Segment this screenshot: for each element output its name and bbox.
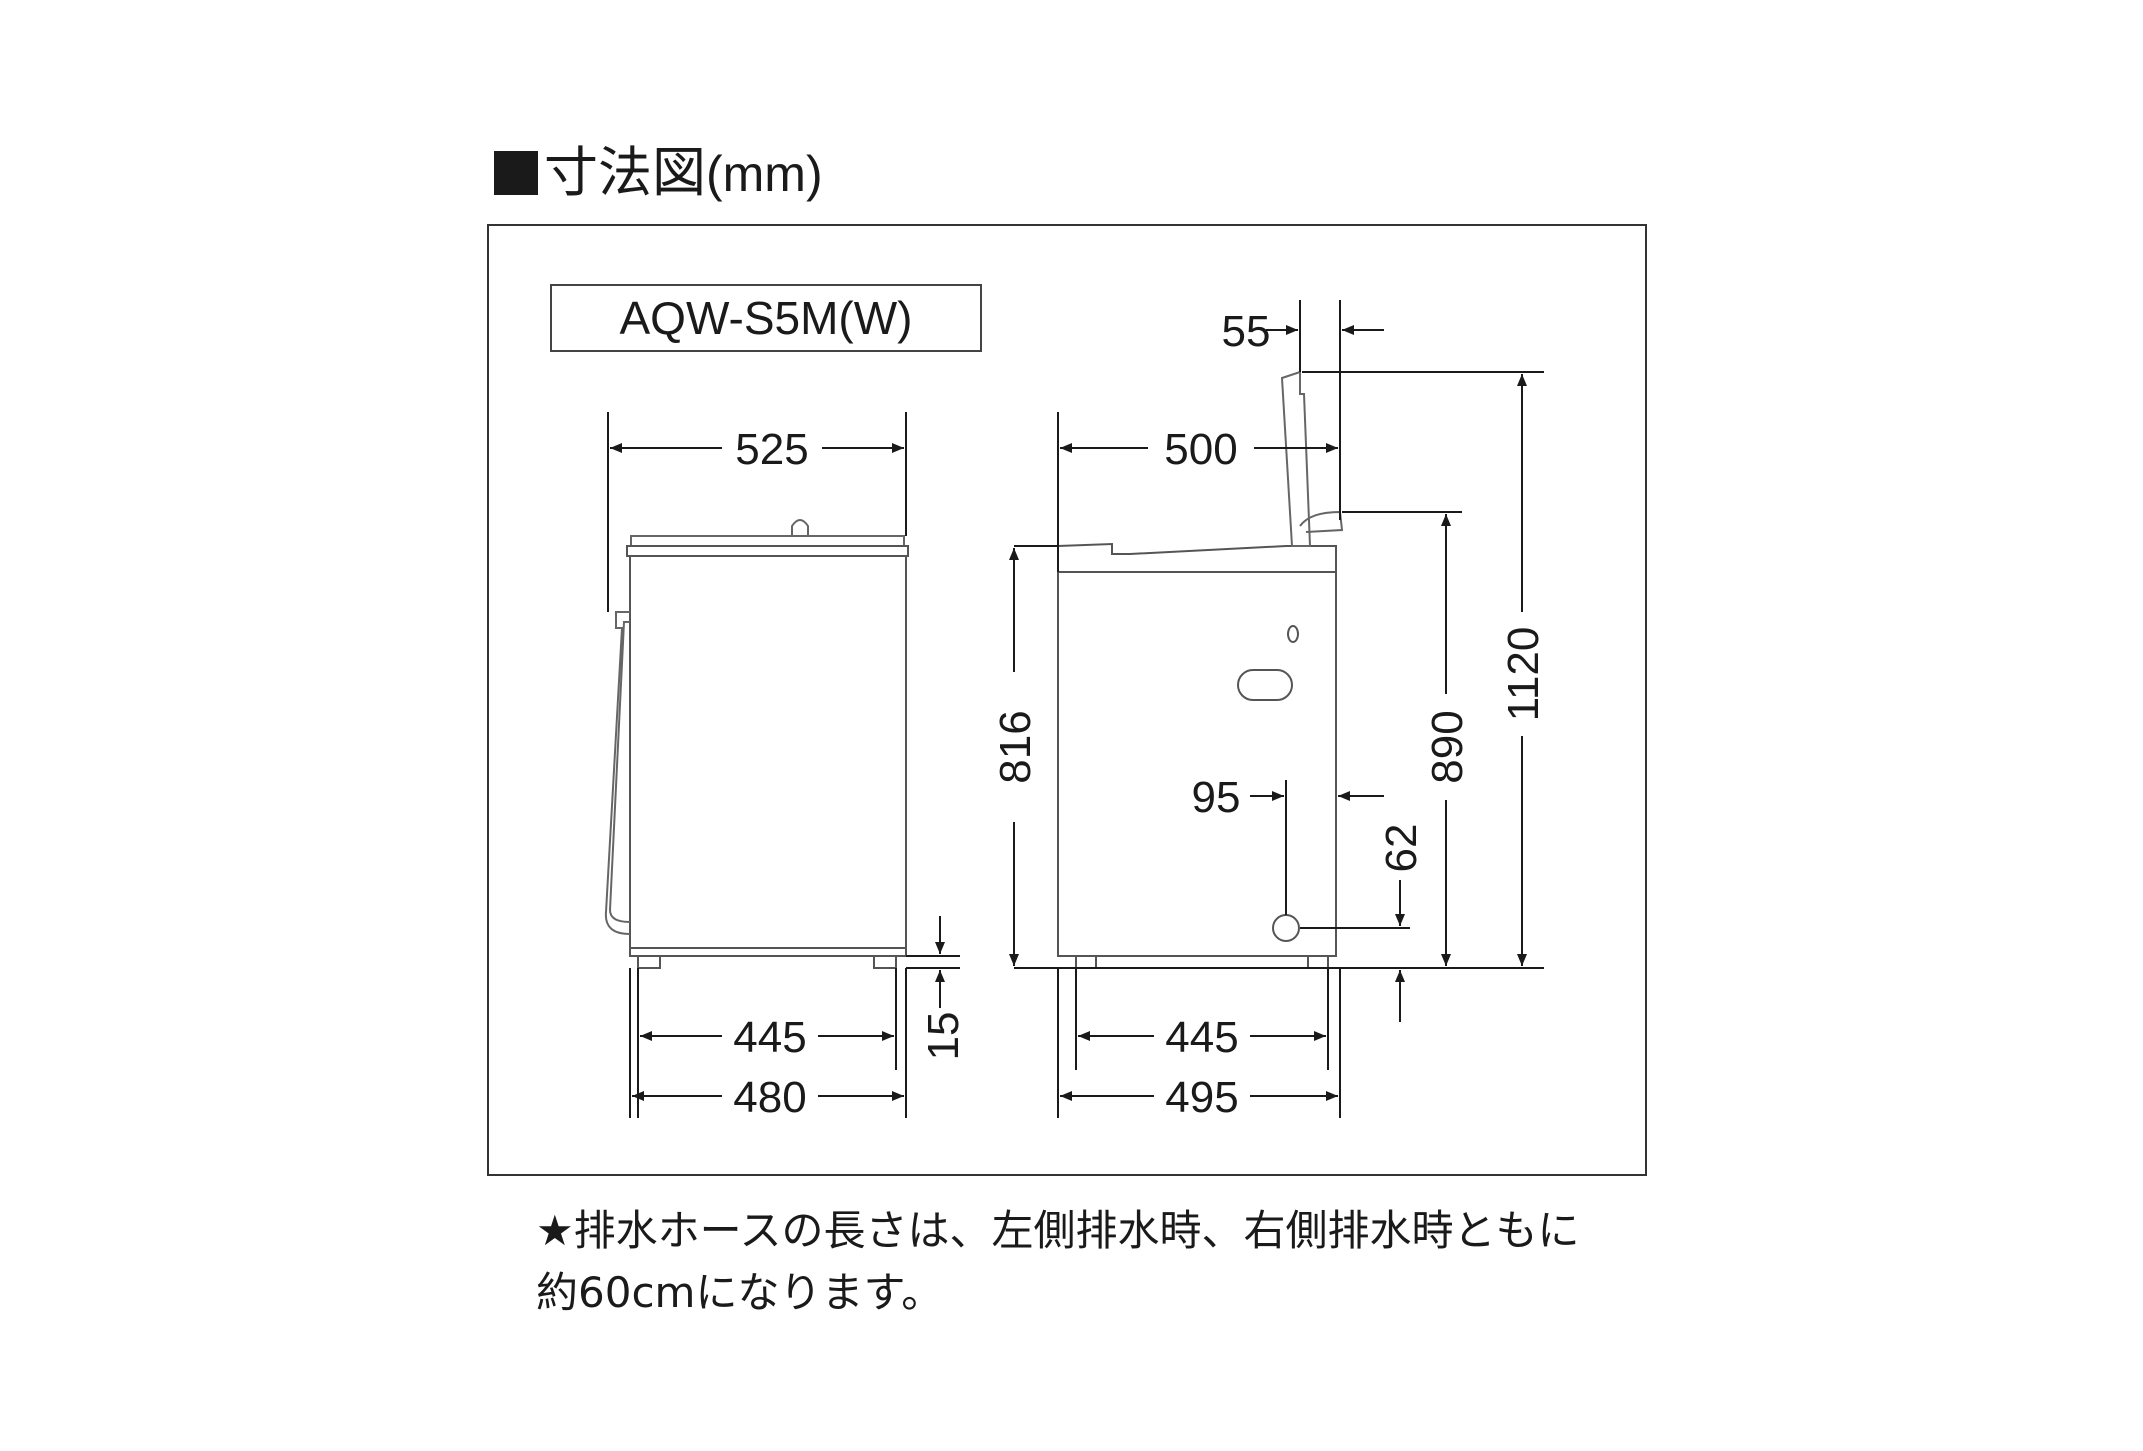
dim-side-depth-top: 500 xyxy=(1164,425,1237,474)
dim-height-body: 816 xyxy=(991,710,1040,783)
side-handle-slot xyxy=(1237,669,1293,701)
side-foot-left xyxy=(1075,955,1097,969)
side-hinge xyxy=(1299,510,1344,533)
dim-lid-thickness: 55 xyxy=(1222,307,1271,356)
side-foot-right xyxy=(1307,955,1329,969)
front-body xyxy=(629,555,907,957)
dim-front-foot-outer: 480 xyxy=(733,1073,806,1122)
front-lid xyxy=(630,535,905,547)
side-body xyxy=(1057,571,1337,957)
front-foot-right xyxy=(873,955,897,969)
drain-hose-note: ★排水ホースの長さは、左側排水時、右側排水時ともに 約60cmになります。 xyxy=(536,1200,1636,1324)
title-unit: (mm) xyxy=(706,146,823,202)
side-small-hole xyxy=(1287,625,1299,643)
model-label: AQW-S5M(W) xyxy=(550,284,982,352)
dim-front-foot-inner: 445 xyxy=(733,1013,806,1062)
dim-side-foot-outer: 495 xyxy=(1165,1073,1238,1122)
dim-drain-offset-x: 95 xyxy=(1192,773,1241,822)
dimension-labels: 525 445 480 15 500 55 816 890 1120 95 62… xyxy=(733,307,1548,1122)
dim-foot-height: 15 xyxy=(919,1012,968,1061)
note-line-1: ★排水ホースの長さは、左側排水時、右側排水時ともに xyxy=(536,1206,1580,1255)
dim-height-lid-open: 1120 xyxy=(1499,627,1548,722)
front-lid-knob xyxy=(791,519,809,536)
dimension-lines xyxy=(607,300,1544,1118)
title-text: 寸法図 xyxy=(544,141,706,204)
dim-height-top: 890 xyxy=(1423,710,1472,783)
model-number: AQW-S5M(W) xyxy=(619,292,913,344)
dim-front-top-width: 525 xyxy=(735,425,808,474)
note-line-2: 約60cmになります。 xyxy=(536,1268,944,1317)
side-top xyxy=(1057,542,1337,573)
front-view xyxy=(604,519,909,969)
front-foot-left xyxy=(637,955,661,969)
page-title: 寸法図(mm) xyxy=(494,138,823,209)
black-square-icon xyxy=(494,151,538,195)
drain-hose xyxy=(604,611,631,935)
diagram-frame xyxy=(487,224,1647,1176)
dim-side-foot-inner: 445 xyxy=(1165,1013,1238,1062)
drain-outlet xyxy=(1272,914,1300,942)
dim-drain-height: 62 xyxy=(1377,824,1426,873)
front-top-edge xyxy=(626,545,909,557)
